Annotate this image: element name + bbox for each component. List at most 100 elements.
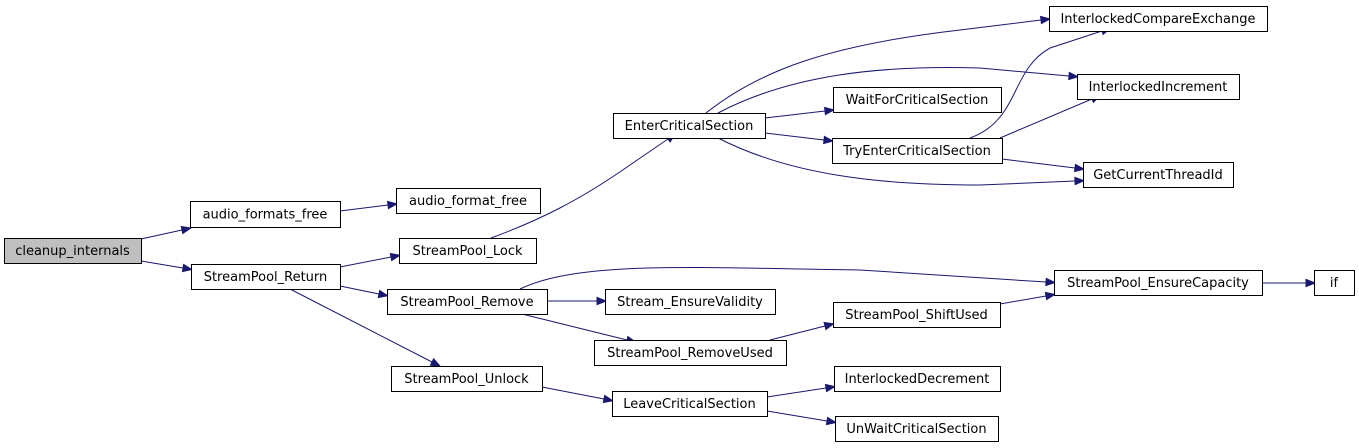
arrowhead-icon — [1045, 277, 1057, 287]
edge-cleanup_internals-to-StreamPool_Return — [140, 260, 194, 273]
node-label: StreamPool_Lock — [412, 244, 523, 259]
node-getcurrentthreadid[interactable]: GetCurrentThreadId — [1083, 162, 1234, 188]
node-box — [605, 289, 776, 315]
arrowhead-icon — [1074, 176, 1086, 186]
node-box — [4, 238, 142, 264]
node-if[interactable]: if — [1314, 270, 1355, 296]
arrowhead-icon — [386, 200, 399, 210]
node-box — [1314, 270, 1355, 296]
edge-line — [705, 19, 1042, 114]
edge-line — [289, 288, 433, 363]
node-interlockedincrement[interactable]: InterlockedIncrement — [1077, 74, 1240, 100]
node-streampool-shiftused[interactable]: StreamPool_ShiftUsed — [833, 302, 1001, 328]
edge-EnterCriticalSection-to-InterlockedIncrement — [717, 67, 1080, 114]
arrowhead-icon — [377, 289, 390, 299]
node-streampool-ensurecapacity[interactable]: StreamPool_EnsureCapacity — [1054, 270, 1263, 296]
node-label: InterlockedDecrement — [845, 372, 990, 387]
arrowhead-icon — [824, 106, 836, 116]
node-cleanup-internals: cleanup_internals — [4, 238, 142, 264]
node-box — [833, 87, 1002, 113]
edge-line — [541, 386, 605, 400]
edge-line — [766, 387, 827, 398]
node-box — [833, 302, 1001, 328]
edge-line — [339, 204, 389, 212]
node-box — [391, 366, 543, 392]
edge-StreamPool_RemoveUsed-to-StreamPool_ShiftUsed — [769, 321, 836, 341]
arrowhead-icon — [596, 296, 608, 306]
edge-LeaveCriticalSection-to-InterlockedDecrement — [766, 383, 837, 398]
edge-StreamPool_ShiftUsed-to-StreamPool_EnsureCapacity — [999, 291, 1057, 305]
edge-line — [490, 138, 669, 239]
edge-StreamPool_Lock-to-EnterCriticalSection — [490, 133, 677, 239]
node-label: StreamPool_Return — [204, 270, 328, 285]
edge-StreamPool_Return-to-StreamPool_Lock — [339, 252, 402, 268]
edge-line — [769, 325, 826, 341]
node-box — [399, 238, 537, 264]
node-unwaitcriticalsection[interactable]: UnWaitCriticalSection — [835, 416, 999, 442]
node-box — [613, 113, 766, 139]
node-label: if — [1330, 276, 1339, 291]
edge-EnterCriticalSection-to-GetCurrentThreadId — [717, 137, 1086, 186]
node-label: StreamPool_ShiftUsed — [845, 308, 988, 323]
arrowhead-icon — [824, 383, 837, 393]
edge-LeaveCriticalSection-to-UnWaitCriticalSection — [766, 410, 838, 426]
node-box — [387, 289, 548, 315]
node-waitforcriticalsection[interactable]: WaitForCriticalSection — [833, 87, 1002, 113]
node-audio-format-free[interactable]: audio_format_free — [396, 188, 541, 214]
node-streampool-unlock[interactable]: StreamPool_Unlock — [391, 366, 543, 392]
node-stream-ensurevalidity[interactable]: Stream_EnsureValidity — [605, 289, 776, 315]
edge-StreamPool_Remove-to-StreamPool_RemoveUsed — [521, 313, 638, 345]
node-box — [612, 391, 768, 417]
node-label: StreamPool_Unlock — [404, 372, 529, 387]
edge-line — [766, 410, 828, 422]
node-label: GetCurrentThreadId — [1093, 168, 1223, 183]
edge-cleanup_internals-to-audio_formats_free — [140, 225, 193, 240]
nodes-layer: cleanup_internals audio_formats_free audio… — [4, 6, 1355, 442]
arrowhead-icon — [429, 357, 442, 367]
node-box — [832, 138, 1003, 164]
arrowhead-icon — [181, 263, 194, 273]
edge-line — [717, 137, 1076, 186]
node-box — [396, 188, 541, 214]
node-label: LeaveCriticalSection — [623, 397, 755, 412]
node-label: StreamPool_RemoveUsed — [607, 346, 773, 361]
node-streampool-lock[interactable]: StreamPool_Lock — [399, 238, 537, 264]
arrowhead-icon — [1068, 71, 1080, 81]
edge-TryEnterCriticalSection-to-GetCurrentThreadId — [1001, 158, 1086, 173]
node-label: StreamPool_EnsureCapacity — [1067, 276, 1249, 291]
node-streampool-remove[interactable]: StreamPool_Remove — [387, 289, 548, 315]
edge-StreamPool_Remove-to-Stream_EnsureValidity — [547, 296, 608, 306]
edge-line — [339, 256, 392, 268]
edge-EnterCriticalSection-to-TryEnterCriticalSection — [764, 132, 835, 145]
node-leavecriticalsection[interactable]: LeaveCriticalSection — [612, 391, 768, 417]
node-audio-formats-free[interactable]: audio_formats_free — [190, 201, 341, 228]
node-label: cleanup_internals — [15, 244, 130, 259]
arrowhead-icon — [825, 416, 838, 426]
edge-line — [519, 266, 1047, 290]
edge-TryEnterCriticalSection-to-InterlockedIncrement — [999, 94, 1102, 139]
node-interlockedcompareexchange[interactable]: InterlockedCompareExchange — [1049, 6, 1268, 32]
node-label: StreamPool_Remove — [400, 295, 533, 310]
edge-StreamPool_Unlock-to-LeaveCriticalSection — [541, 386, 615, 404]
node-box — [594, 340, 787, 366]
edge-line — [999, 98, 1093, 139]
node-box — [1054, 270, 1263, 296]
arrowhead-icon — [1073, 163, 1086, 173]
node-box — [190, 201, 341, 228]
edge-line — [969, 30, 1103, 139]
edge-line — [140, 260, 184, 269]
node-streampool-removeused[interactable]: StreamPool_RemoveUsed — [594, 340, 787, 366]
node-tryentercriticalsection[interactable]: TryEnterCriticalSection — [832, 138, 1003, 164]
node-label: InterlockedIncrement — [1089, 80, 1228, 95]
node-interlockeddecrement[interactable]: InterlockedDecrement — [834, 366, 1001, 392]
node-label: WaitForCriticalSection — [846, 93, 989, 108]
edge-line — [521, 313, 628, 341]
node-entercriticalsection[interactable]: EnterCriticalSection — [613, 113, 766, 139]
arrowhead-icon — [822, 135, 835, 145]
node-label: EnterCriticalSection — [625, 119, 754, 134]
edge-audio_formats_free-to-audio_format_free — [339, 200, 399, 212]
node-box — [834, 366, 1001, 392]
node-label: audio_format_free — [409, 194, 527, 209]
node-streampool-return[interactable]: StreamPool_Return — [191, 264, 341, 290]
